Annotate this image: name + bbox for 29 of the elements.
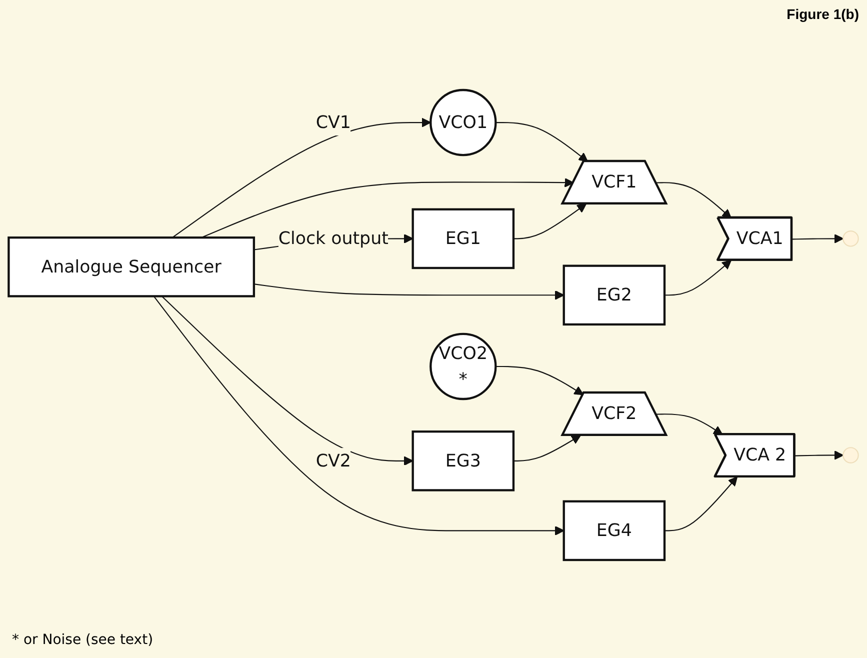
arrow bbox=[664, 260, 732, 296]
node-circle: VCO2 * bbox=[430, 332, 497, 400]
arrow bbox=[201, 178, 574, 238]
edge-label: CV1 bbox=[316, 112, 351, 132]
node-circle bbox=[842, 447, 859, 464]
arrow bbox=[254, 283, 564, 300]
node-box: Analogue Sequencer bbox=[8, 236, 256, 298]
edge-label: Clock output bbox=[278, 228, 388, 248]
node-circle: VCO1 bbox=[430, 88, 497, 156]
arrow bbox=[656, 414, 723, 436]
node-box: EG4 bbox=[562, 500, 666, 562]
arrow bbox=[513, 434, 581, 462]
node-box: EG3 bbox=[412, 430, 515, 492]
figure-title: Figure 1(b) bbox=[786, 6, 859, 22]
arrow bbox=[513, 203, 587, 240]
node-circle bbox=[842, 230, 859, 247]
arrow bbox=[496, 122, 588, 162]
node-box: EG1 bbox=[412, 208, 515, 270]
note-text: * or Noise (see text) bbox=[12, 632, 154, 648]
node-box: EG2 bbox=[562, 264, 666, 326]
arrow bbox=[161, 296, 414, 466]
arrow bbox=[792, 234, 844, 244]
arrow bbox=[664, 476, 738, 532]
arrow bbox=[794, 450, 844, 460]
edge-label: CV2 bbox=[316, 450, 351, 471]
arrow bbox=[496, 366, 584, 396]
arrow bbox=[153, 296, 564, 536]
arrow bbox=[656, 182, 732, 218]
arrow bbox=[172, 118, 432, 238]
